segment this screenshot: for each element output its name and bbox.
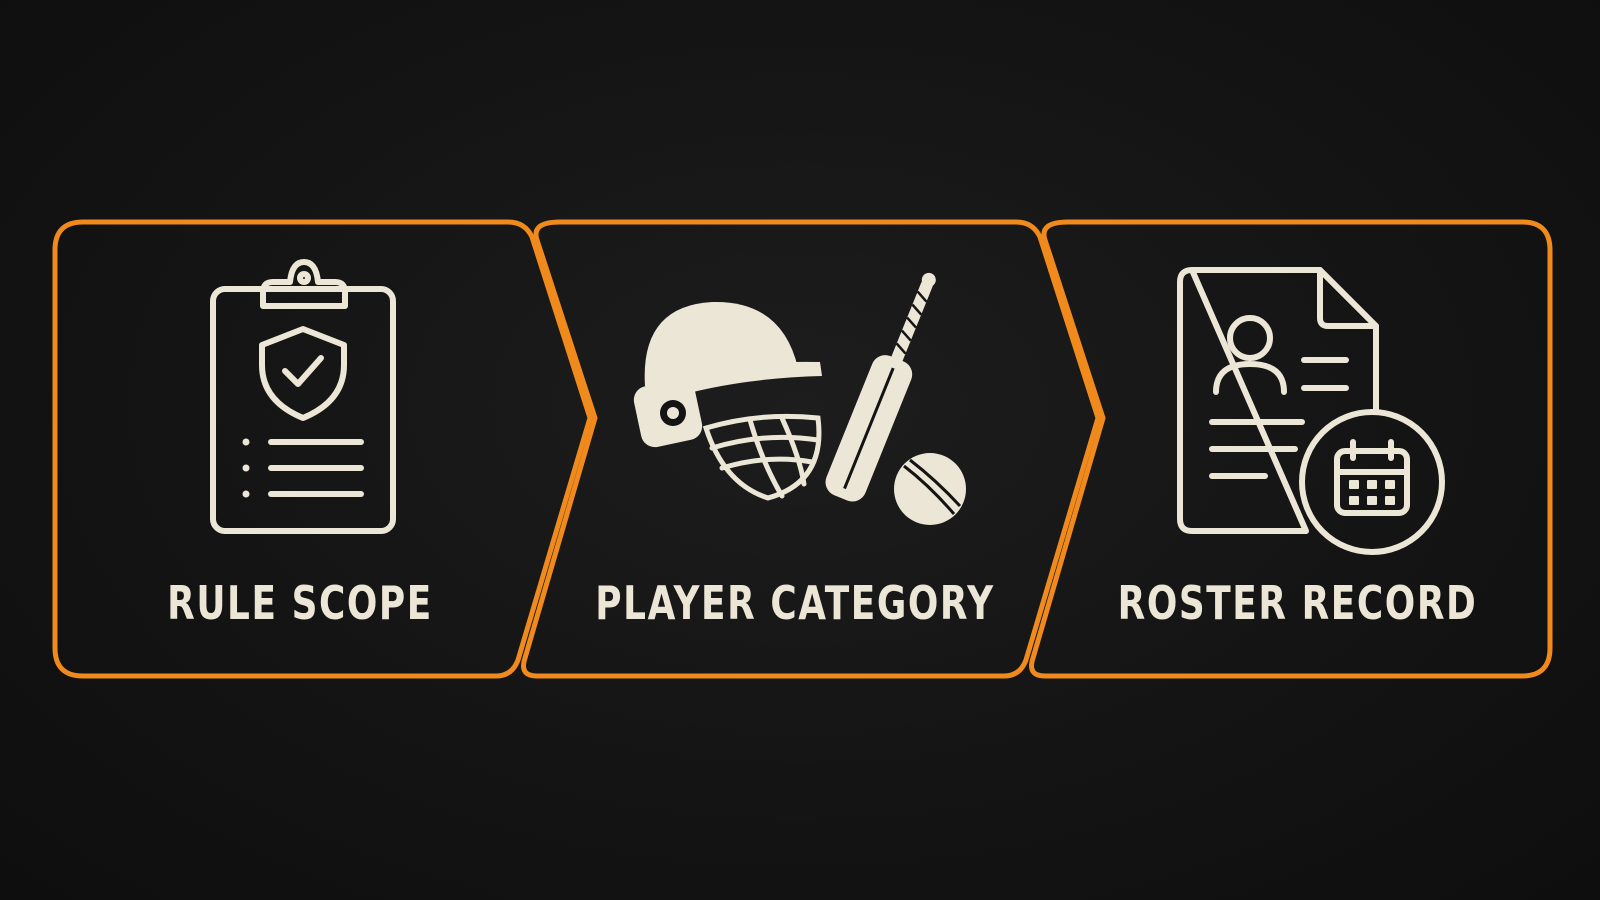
step-3-frame: [1029, 219, 1553, 679]
step-3-label: ROSTER RECORD: [1117, 576, 1478, 630]
profile-document-calendar-icon: [1177, 267, 1445, 555]
step-2-label: PLAYER CATEGORY: [595, 576, 995, 630]
clipboard-shield-check-icon: [210, 259, 396, 534]
cricket-helmet-bat-ball-icon: [633, 272, 966, 525]
step-1-label: RULE SCOPE: [167, 576, 433, 630]
step-2-frame: [521, 219, 1101, 679]
step-1-frame: [52, 219, 593, 679]
